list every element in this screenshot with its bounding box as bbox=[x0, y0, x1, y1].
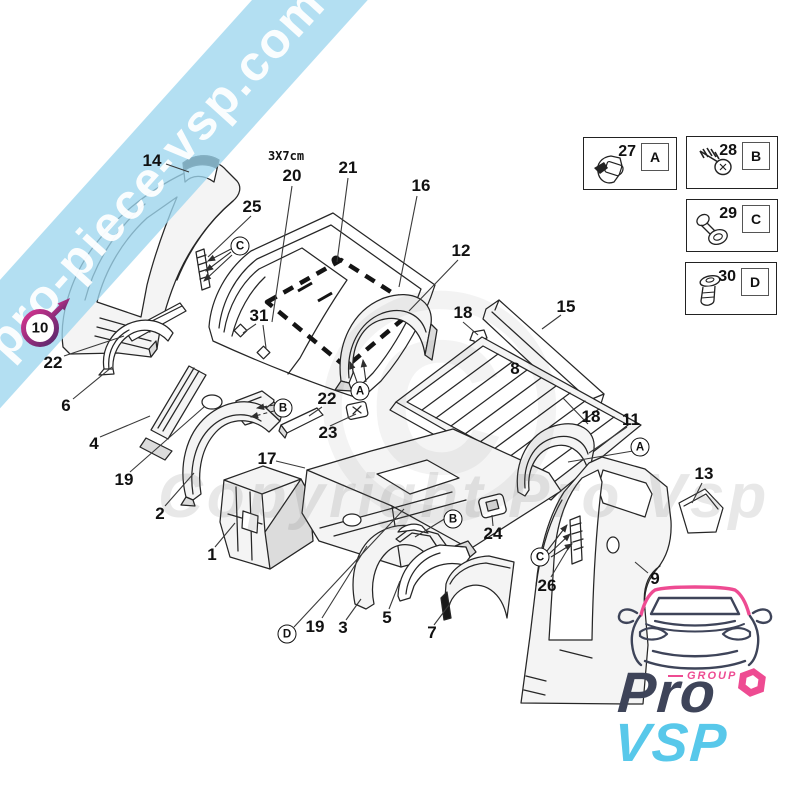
part-number-25: 25 bbox=[242, 197, 262, 216]
legend-letter: D bbox=[741, 268, 769, 296]
stud-screw-icon bbox=[699, 274, 721, 306]
part-clip-23 bbox=[345, 401, 369, 420]
part-number-17: 17 bbox=[257, 449, 277, 468]
letter-marker-B: B bbox=[443, 509, 463, 529]
part-number-22: 22 bbox=[43, 353, 63, 372]
part-number-18: 18 bbox=[581, 407, 601, 426]
part-panel-13 bbox=[678, 488, 724, 534]
logo-car-sketch bbox=[617, 585, 773, 670]
part-number-5: 5 bbox=[382, 608, 392, 627]
letter-marker-A: A bbox=[350, 381, 370, 401]
screw-icon bbox=[699, 147, 732, 176]
hex-nut-icon bbox=[738, 668, 766, 697]
part-number-14: 14 bbox=[142, 151, 162, 170]
logo-vsp-text: VSP bbox=[611, 713, 731, 773]
legend-letter: A bbox=[641, 143, 669, 171]
legend-box-a: 27 A bbox=[583, 137, 677, 190]
part-number-13: 13 bbox=[694, 464, 714, 483]
part-body-side-9 bbox=[520, 456, 672, 705]
part-number-22: 22 bbox=[317, 389, 337, 408]
legend-number: 27 bbox=[618, 143, 636, 160]
logo-group-text: GROUP bbox=[687, 670, 738, 682]
part-number-6: 6 bbox=[61, 396, 71, 415]
size-note: 3X7cm bbox=[267, 149, 305, 163]
legend-number: 29 bbox=[719, 205, 737, 222]
badge-10-ring bbox=[21, 298, 70, 347]
part-number-2: 2 bbox=[155, 504, 165, 523]
group-dash-left bbox=[668, 674, 683, 678]
part-sill-strip-22b bbox=[278, 407, 324, 439]
rivet-icon bbox=[696, 213, 728, 245]
part-number-3: 3 bbox=[338, 618, 348, 637]
letter-marker-C: C bbox=[530, 547, 550, 567]
part-number-19: 19 bbox=[114, 470, 134, 489]
letter-marker-D: D bbox=[277, 624, 297, 644]
letter-marker-B: B bbox=[273, 398, 293, 418]
badge-10-number: 10 bbox=[31, 319, 49, 337]
part-clip-24 bbox=[478, 493, 507, 519]
leader-lines bbox=[63, 149, 719, 628]
part-rear-panel-15 bbox=[482, 299, 605, 413]
letter-marker-C: C bbox=[230, 236, 250, 256]
part-number-31: 31 bbox=[249, 306, 269, 325]
part-wheel-arch-12 bbox=[334, 293, 438, 392]
part-number-9: 9 bbox=[650, 569, 660, 588]
legend-number: 30 bbox=[718, 268, 736, 285]
part-number-26: 26 bbox=[537, 576, 557, 595]
part-number-21: 21 bbox=[338, 158, 358, 177]
part-number-1: 1 bbox=[207, 545, 217, 564]
legend-number: 28 bbox=[719, 142, 737, 159]
part-number-12: 12 bbox=[451, 241, 471, 260]
part-number-20: 20 bbox=[282, 166, 302, 185]
part-number-24: 24 bbox=[483, 524, 503, 543]
legend-box-d: 30 D bbox=[685, 262, 777, 315]
push-clip-icon bbox=[594, 155, 624, 184]
part-number-18: 18 bbox=[453, 303, 473, 322]
part-number-15: 15 bbox=[556, 297, 576, 316]
legend-box-c: 29 C bbox=[686, 199, 778, 252]
legend-letter: C bbox=[742, 205, 770, 233]
legend-letter: B bbox=[742, 142, 770, 170]
arrow-fans bbox=[203, 248, 573, 558]
legend-box-b: 28 B bbox=[686, 136, 778, 189]
part-number-19: 19 bbox=[305, 617, 325, 636]
part-front-fender-6 bbox=[98, 319, 174, 376]
part-number-16: 16 bbox=[411, 176, 431, 195]
part-number-4: 4 bbox=[89, 434, 99, 453]
part-number-23: 23 bbox=[318, 423, 338, 442]
part-number-7: 7 bbox=[427, 623, 437, 642]
part-number-11: 11 bbox=[622, 410, 640, 429]
letter-marker-A: A bbox=[630, 437, 650, 457]
part-firewall-1 bbox=[219, 465, 314, 570]
part-number-8: 8 bbox=[510, 359, 520, 378]
